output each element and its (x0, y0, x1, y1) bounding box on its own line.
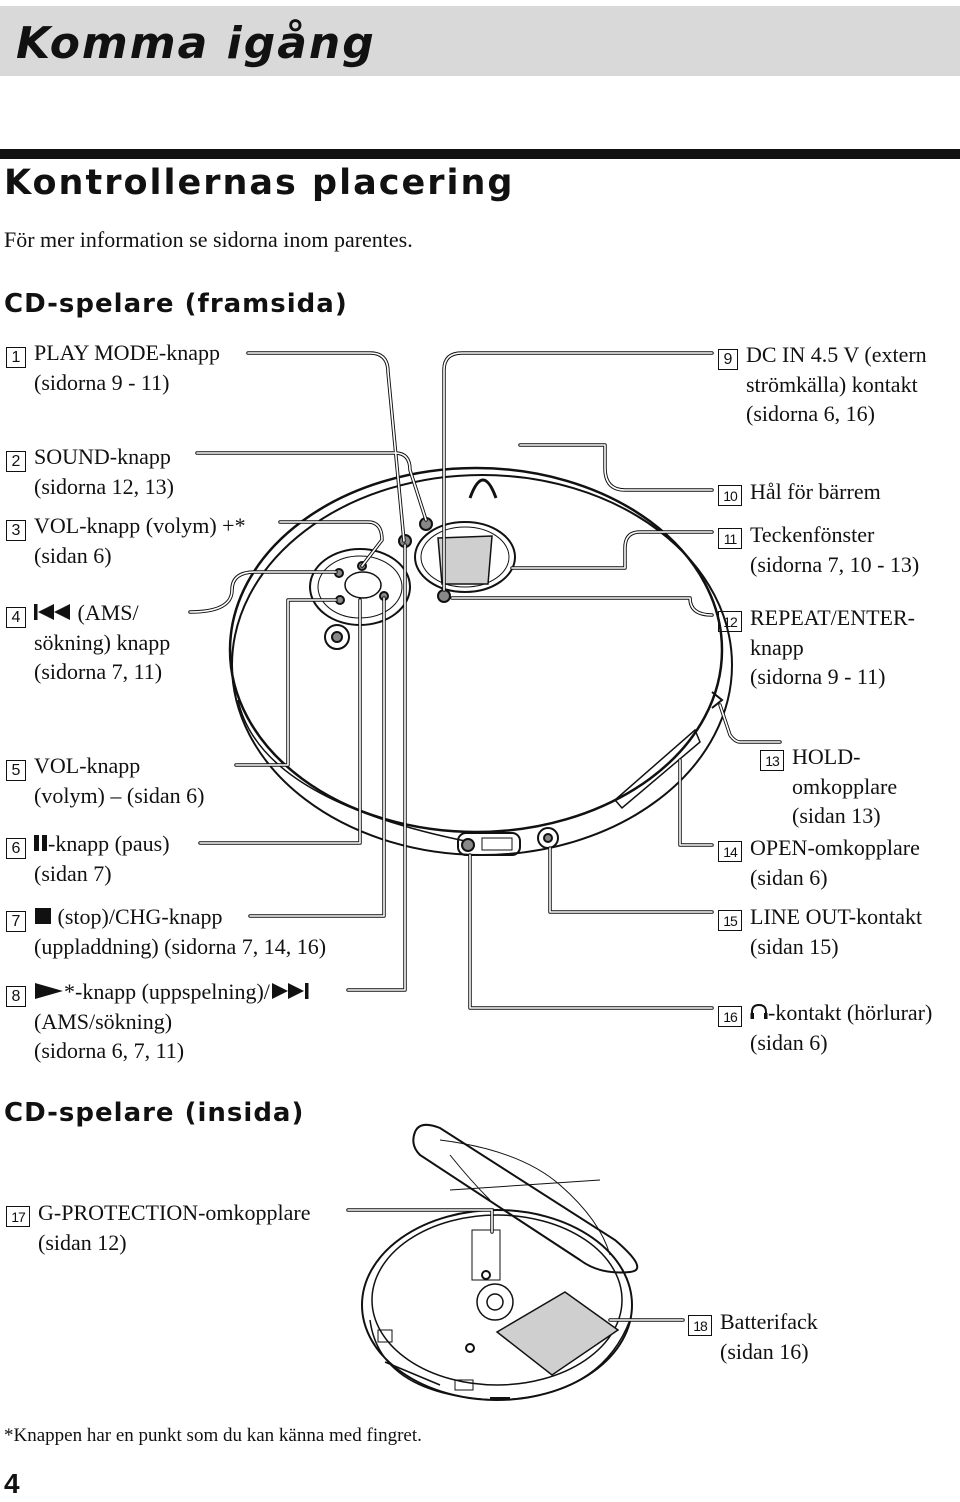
display-window (414, 521, 516, 593)
item-number: 15 (718, 910, 742, 931)
item-number: 8 (6, 986, 26, 1007)
label-item-16: 16-kontakt (hörlurar)(sidan 6) (718, 998, 932, 1057)
item-number: 18 (688, 1315, 712, 1336)
item-number: 13 (760, 750, 784, 771)
section-rule (0, 149, 960, 159)
item-number: 12 (718, 611, 742, 632)
title-bar: Komma igång (0, 6, 960, 76)
item-number: 10 (718, 485, 742, 506)
item-number: 17 (6, 1206, 30, 1227)
skip-back-icon (34, 604, 70, 620)
page-number: 4 (4, 1468, 20, 1499)
item-number: 14 (718, 841, 742, 862)
front-heading: CD-spelare (framsida) (4, 289, 348, 319)
label-item-6: 6-knapp (paus)(sidan 7) (6, 829, 170, 888)
item-number: 16 (718, 1006, 742, 1027)
item-number: 4 (6, 607, 26, 628)
item-number: 2 (6, 451, 26, 472)
battery-compartment (495, 1291, 620, 1376)
skip-forward-icon (271, 983, 309, 999)
item-number: 11 (718, 528, 742, 549)
section-title: Kontrollernas placering (4, 163, 515, 203)
footnote: *Knappen har en punkt som du kan känna m… (4, 1425, 422, 1446)
lid-open (412, 1123, 639, 1274)
item-number: 9 (718, 349, 738, 370)
pause-icon (34, 835, 47, 851)
item-number: 1 (6, 347, 26, 368)
stop-icon (35, 908, 51, 924)
item-number: 6 (6, 838, 26, 859)
inside-heading: CD-spelare (insida) (4, 1098, 305, 1128)
label-item-8: 8*-knapp (uppspelning)/(AMS/sökning)(sid… (6, 977, 312, 1066)
label-item-7: 7 (stop)/CHG-knapp(uppladdning) (sidorna… (6, 902, 326, 961)
play-icon (35, 983, 63, 999)
headphones-icon (750, 1003, 768, 1019)
item-number: 3 (6, 520, 26, 541)
item-number: 7 (6, 911, 26, 932)
item-number: 5 (6, 760, 26, 781)
intro-text: För mer information se sidorna inom pare… (4, 227, 413, 252)
label-item-4: 4 (AMS/sökning) knapp(sidorna 7, 11) (6, 598, 170, 687)
page-title: Komma igång (16, 18, 376, 69)
